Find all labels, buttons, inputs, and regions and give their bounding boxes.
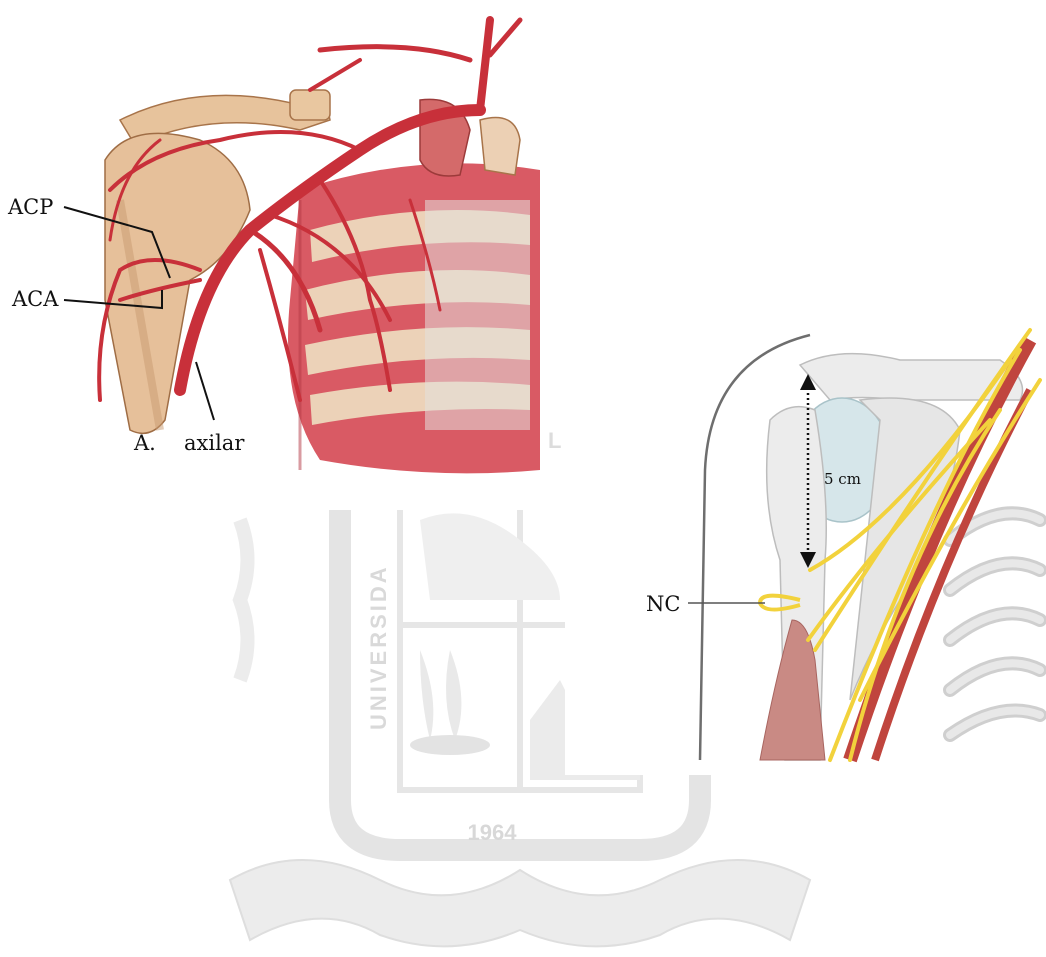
label-nc: NC [646, 592, 680, 616]
label-distance: 5 cm [824, 470, 861, 488]
